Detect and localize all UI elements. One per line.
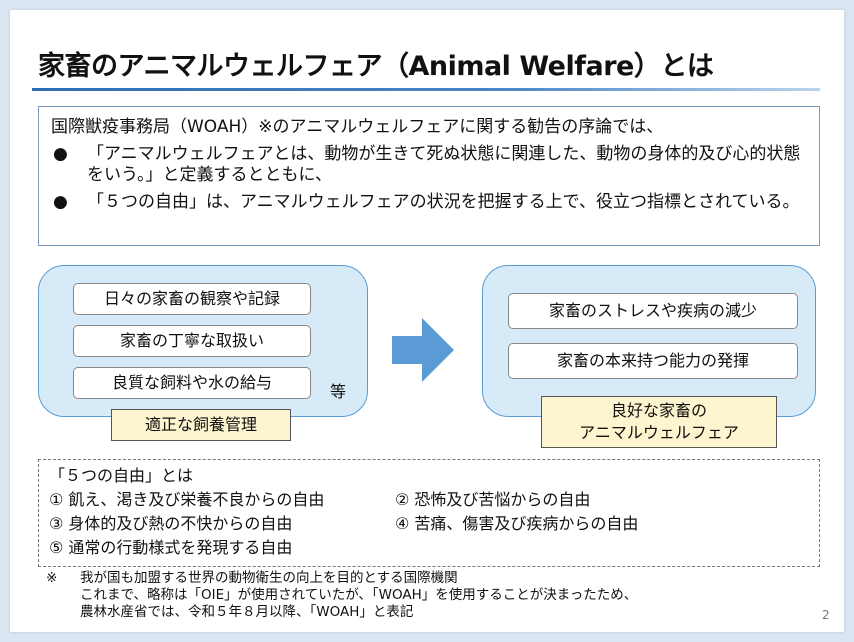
bullet-text: 「５つの自由」は、アニマルウェルフェアの状況を把握する上で、役立つ指標とされてい… xyxy=(87,192,800,212)
page-title: 家畜のアニマルウェルフェア（Animal Welfare）とは xyxy=(38,51,714,82)
feeding-management-label: 適正な飼養管理 xyxy=(111,409,291,441)
footnote-text: 農林水産省では、令和５年８月以降、「WOAH」と表記 xyxy=(80,604,414,620)
freedom-item: ① 飢え、渇き及び栄養不良からの自由 xyxy=(49,490,325,509)
freedom-item: ③ 身体的及び熱の不快からの自由 xyxy=(49,514,293,533)
intro-lead: 国際獣疫事務局（WOAH）※のアニマルウェルフェアに関する勧告の序論では、 xyxy=(51,117,664,137)
footnote-indent xyxy=(40,604,80,621)
list-item: 家畜の丁寧な取扱い xyxy=(73,325,311,357)
list-item: 良質な飼料や水の給与 xyxy=(73,367,311,399)
freedoms-row: ① 飢え、渇き及び栄養不良からの自由 ② 恐怖及び苦悩からの自由 xyxy=(49,488,819,512)
intro-bullet: ● 「５つの自由」は、アニマルウェルフェアの状況を把握する上で、役立つ指標とされ… xyxy=(51,192,809,213)
arrow-right-icon xyxy=(392,318,454,382)
good-welfare-label-line: 良好な家畜の xyxy=(610,401,707,420)
welfare-outcome-panel xyxy=(482,265,816,417)
bullet-text: 「アニマルウェルフェアとは、動物が生きて死ぬ状態に関連した、動物の身体的及び心的… xyxy=(87,144,801,185)
footnote-line: これまで、略称は「OIE」が使用されていたが、「WOAH」を使用することが決まっ… xyxy=(40,587,800,604)
footnote-indent xyxy=(40,587,80,604)
footnote-text: 我が国も加盟する世界の動物衛生の向上を目的とする国際機関 xyxy=(80,570,458,586)
intro-bullet: ● 「アニマルウェルフェアとは、動物が生きて死ぬ状態に関連した、動物の身体的及び… xyxy=(51,144,809,186)
good-welfare-label-line: アニマルウェルフェア xyxy=(579,423,739,442)
list-item: 家畜のストレスや疾病の減少 xyxy=(508,293,798,329)
five-freedoms-box: 「５つの自由」とは ① 飢え、渇き及び栄養不良からの自由 ② 恐怖及び苦悩からの… xyxy=(38,459,820,567)
freedom-item: ④ 苦痛、傷害及び疾病からの自由 xyxy=(395,514,639,533)
freedom-item: ⑤ 通常の行動様式を発現する自由 xyxy=(49,538,293,557)
footnote-line: 農林水産省では、令和５年８月以降、「WOAH」と表記 xyxy=(40,604,800,621)
list-item: 日々の家畜の観察や記録 xyxy=(73,283,311,315)
freedoms-row: ⑤ 通常の行動様式を発現する自由 xyxy=(49,536,819,560)
intro-box: 国際獣疫事務局（WOAH）※のアニマルウェルフェアに関する勧告の序論では、 ● … xyxy=(38,106,820,246)
footnote: ※ 我が国も加盟する世界の動物衛生の向上を目的とする国際機関 これまで、略称は「… xyxy=(40,570,800,621)
freedom-item: ② 恐怖及び苦悩からの自由 xyxy=(395,490,591,509)
bullet-dot: ● xyxy=(53,192,68,212)
title-underline xyxy=(32,88,820,91)
bullet-dot: ● xyxy=(53,144,68,164)
freedoms-row: ③ 身体的及び熱の不快からの自由 ④ 苦痛、傷害及び疾病からの自由 xyxy=(49,512,819,536)
list-item: 家畜の本来持つ能力の発揮 xyxy=(508,343,798,379)
five-freedoms-heading: 「５つの自由」とは xyxy=(49,466,194,485)
page-number: 2 xyxy=(822,608,830,622)
footnote-text: これまで、略称は「OIE」が使用されていたが、「WOAH」を使用することが決まっ… xyxy=(80,587,638,603)
footnote-line: ※ 我が国も加盟する世界の動物衛生の向上を目的とする国際機関 xyxy=(40,570,800,587)
footnote-mark: ※ xyxy=(46,570,58,586)
good-welfare-label: 良好な家畜の アニマルウェルフェア xyxy=(541,396,777,448)
etc-label: 等 xyxy=(330,382,347,401)
